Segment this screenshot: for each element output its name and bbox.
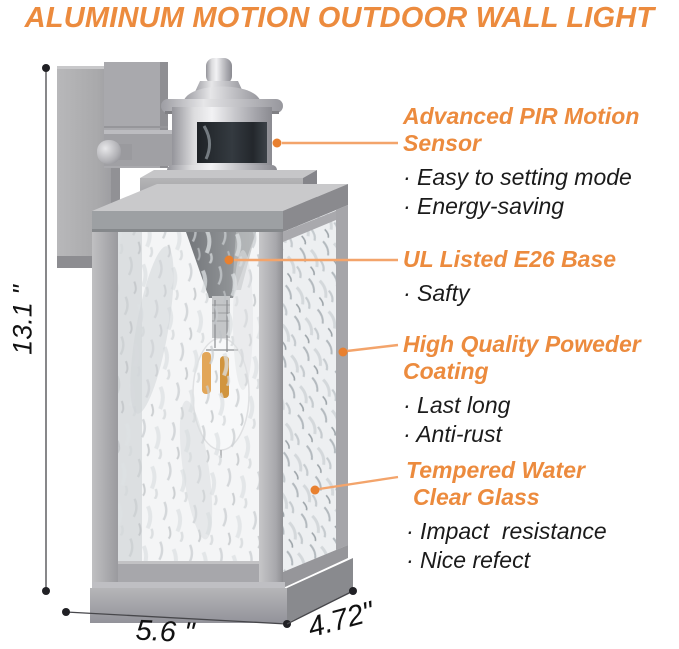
lamp-roof <box>92 170 348 232</box>
callout-bullets: · Impact resistance · Nice refect <box>406 518 607 573</box>
depth-dimension-line <box>286 587 357 625</box>
glass-connector-dot <box>310 485 320 495</box>
coating-connector-line <box>346 343 399 353</box>
callout-connectors <box>224 138 399 495</box>
page-title: ALUMINUM MOTION OUTDOOR WALL LIGHT <box>24 2 655 34</box>
width-dimension-line <box>62 608 291 628</box>
pir-motion-sensor <box>161 58 283 178</box>
callout-bullets: · Safty <box>403 280 470 306</box>
finial <box>206 58 232 84</box>
callout-heading: High Quality Poweder Coating <box>403 331 641 384</box>
lamp-base <box>90 558 353 623</box>
glass-connector-line <box>318 475 399 491</box>
coating-connector-dot <box>338 347 348 357</box>
callout-bullets: · Last long · Anti-rust <box>403 392 511 447</box>
callout-pir-motion-sensor: Advanced PIR Motion Sensor · Easy to set… <box>403 103 639 221</box>
sensor-connector-dot <box>272 138 282 148</box>
width-dimension-label: 5.6 " <box>134 614 196 649</box>
height-dimension-label: 13.1 " <box>7 285 38 355</box>
callout-heading: Advanced PIR Motion Sensor <box>403 103 640 156</box>
mount-bracket <box>97 62 174 168</box>
callout-bullets: · Easy to setting mode · Energy-saving <box>403 164 632 219</box>
base-connector-dot <box>224 255 234 265</box>
callout-powder-coating: High Quality Poweder Coating · Last long… <box>403 331 641 449</box>
adjustment-knob <box>97 140 121 164</box>
callout-heading: Tempered Water Clear Glass <box>406 457 585 510</box>
side-glass-panel <box>283 205 348 588</box>
callout-tempered-glass: Tempered Water Clear Glass · Impact resi… <box>406 457 607 575</box>
height-dimension-line <box>42 64 50 595</box>
callout-e26-base: UL Listed E26 Base · Safty <box>403 246 616 308</box>
front-glass-panel <box>118 232 262 584</box>
callout-heading: UL Listed E26 Base <box>403 246 617 272</box>
